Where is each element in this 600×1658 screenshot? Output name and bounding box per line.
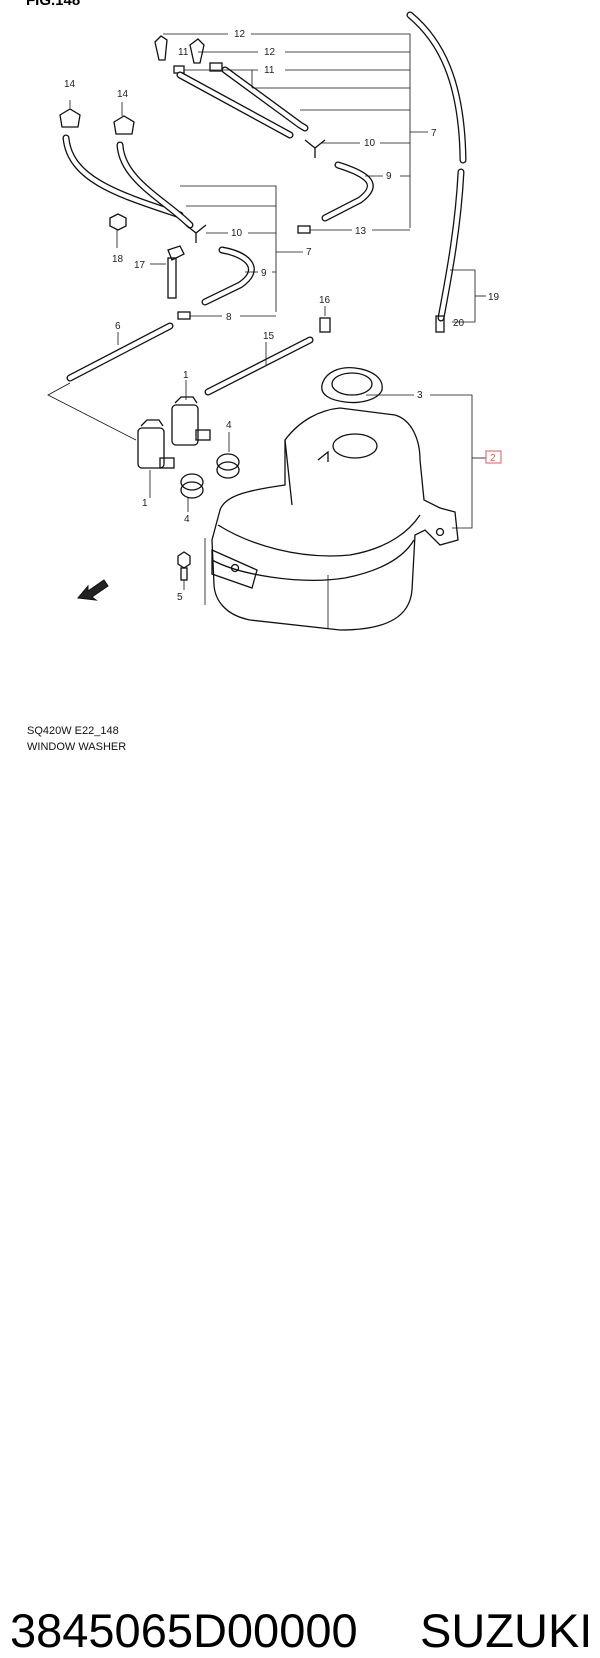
joint-16 <box>319 317 331 333</box>
label-4a: 4 <box>226 420 232 431</box>
diagram-section-caption: WINDOW WASHER <box>27 741 127 753</box>
washer-tank-2 <box>211 407 459 631</box>
hose-19 <box>406 11 467 333</box>
label-9b: 9 <box>261 268 267 279</box>
label-2: 2 <box>490 453 496 464</box>
label-14b: 14 <box>117 89 129 100</box>
product-footer: 3845065D00000 SUZUKI <box>0 775 600 1657</box>
label-15: 15 <box>263 331 275 342</box>
diagram-code-caption: SQ420W E22_148 <box>27 725 119 737</box>
label-4b: 4 <box>184 514 190 525</box>
front-arrow-icon <box>77 579 109 601</box>
brand-name: SUZUKI <box>420 1604 593 1657</box>
part-labels: 12 11 12 11 7 10 9 13 14 14 10 7 9 8 18 … <box>64 29 500 603</box>
label-20: 20 <box>453 318 465 329</box>
label-14a: 14 <box>64 79 76 90</box>
label-10a: 10 <box>364 138 376 149</box>
cap-3 <box>321 366 383 404</box>
label-5: 5 <box>177 592 183 603</box>
diagram-drawing: 12 11 12 11 7 10 9 13 14 14 10 7 9 8 18 … <box>47 11 502 631</box>
label-10b: 10 <box>231 228 243 239</box>
label-1b: 1 <box>142 498 148 509</box>
label-11a: 11 <box>178 47 189 58</box>
part-number: 3845065D00000 <box>10 1604 358 1657</box>
highlight-box-2 <box>485 450 502 464</box>
bolt-5 <box>177 551 191 581</box>
label-6: 6 <box>115 321 121 332</box>
parts-diagram: FIG.148 <box>0 0 600 775</box>
upper-hoses <box>154 35 374 234</box>
grommets-4 <box>180 453 240 499</box>
clip-18 <box>109 213 127 231</box>
label-16: 16 <box>319 295 331 306</box>
check-valve-17 <box>167 245 185 299</box>
hose-15 <box>204 336 314 396</box>
hose-6 <box>66 322 174 382</box>
label-12a: 12 <box>234 29 246 40</box>
leader-lines <box>47 33 486 605</box>
label-9a: 9 <box>386 171 392 182</box>
label-12b: 12 <box>264 47 276 58</box>
nozzles-14 <box>59 108 255 320</box>
label-3: 3 <box>417 390 423 401</box>
pumps-1 <box>137 396 211 469</box>
label-11b: 11 <box>264 65 275 76</box>
label-7a: 7 <box>431 128 437 139</box>
label-8: 8 <box>226 312 232 323</box>
label-17: 17 <box>134 260 146 271</box>
figure-title: FIG.148 <box>26 0 81 9</box>
label-13: 13 <box>355 226 367 237</box>
label-1a: 1 <box>183 370 189 381</box>
label-7b: 7 <box>306 247 312 258</box>
label-19: 19 <box>488 292 500 303</box>
label-18: 18 <box>112 254 124 265</box>
